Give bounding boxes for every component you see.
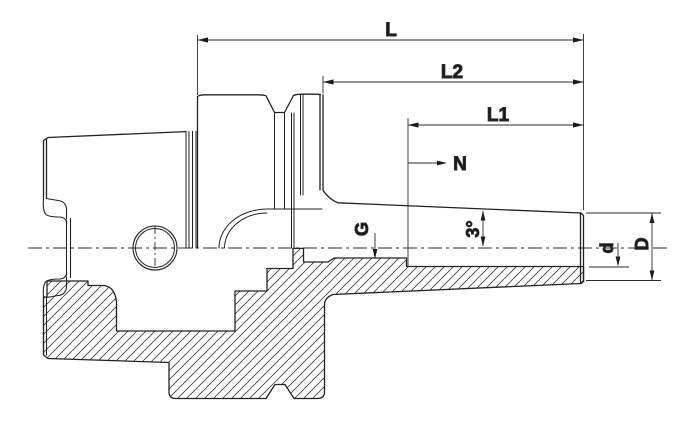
dimension-L2: L2 — [322, 62, 584, 94]
nose-tip-edges — [579, 212, 585, 285]
ball-hole-outer — [132, 225, 178, 271]
dim-label-angle: 3° — [463, 220, 483, 237]
arrowhead-G — [372, 249, 378, 259]
dimension-taper-angle: 3° — [463, 210, 486, 247]
section-material — [42, 247, 585, 400]
section-hatch — [42, 247, 585, 400]
shank-face-outline — [42, 130, 187, 200]
arrowhead-d — [615, 256, 621, 267]
annotation-N: N — [408, 154, 467, 175]
dimension-L1: L1 — [407, 105, 584, 266]
dim-label-L1: L1 — [487, 105, 510, 126]
ball-hole-inner — [135, 228, 175, 268]
grip-notch-edges — [65, 217, 72, 279]
dim-label-L2: L2 — [441, 62, 463, 83]
grip-notch-upper — [42, 197, 68, 223]
upper-body-outline — [42, 93, 585, 356]
dimension-D: D — [586, 212, 661, 281]
dim-label-G: G — [352, 222, 372, 236]
dim-label-L: L — [385, 20, 397, 41]
dim-label-d: d — [597, 243, 617, 254]
dimension-d: d — [589, 242, 629, 268]
dim-label-D: D — [632, 238, 652, 251]
dim-label-N: N — [453, 154, 467, 175]
v-groove-edges — [274, 94, 304, 249]
dimension-L: L — [197, 20, 584, 210]
centerlines — [28, 226, 668, 270]
annotation-G: G — [352, 222, 378, 259]
grip-notch-lower — [42, 273, 68, 356]
flange-outline — [196, 93, 322, 249]
arrowheads-angle — [480, 210, 486, 247]
arrowhead-N — [437, 160, 447, 166]
shank-end-edges — [185, 130, 197, 249]
collar-and-cone — [319, 94, 582, 214]
flange-fillet-arcs — [218, 208, 323, 249]
